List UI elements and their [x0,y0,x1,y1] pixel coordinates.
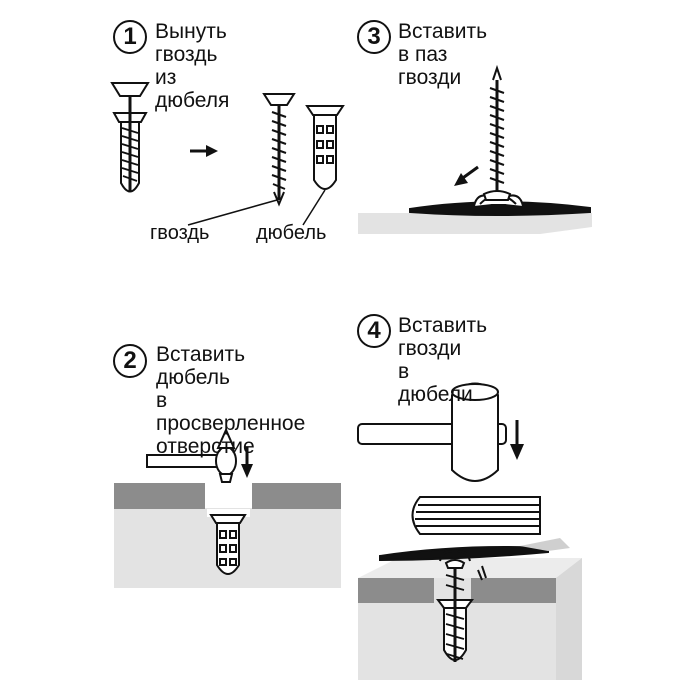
nail-label: гвоздь [150,222,210,244]
nail-illustration [262,93,296,207]
step-number-badge: 3 [357,20,391,54]
board-spacer-illustration [411,496,541,535]
down-arrow-icon [510,420,524,460]
floor-surface [358,213,592,234]
step-2-instruction: Вставить дюбель в просверленное отверсти… [156,343,306,458]
dowel-illustration [209,514,247,575]
skirting-profile [379,546,549,581]
hammer-illustration [357,382,507,482]
step-3-instruction: Вставить в паз гвозди [398,20,488,89]
dowel-label: дюбель [256,222,327,244]
skirting-top-shadow [520,538,570,551]
down-arrow-icon [241,447,253,478]
step-number-badge: 1 [113,20,147,54]
dowel-illustration [305,105,345,190]
dowel-with-nail-illustration [436,559,474,662]
dowel-with-nail-illustration [110,82,150,193]
wall-block-3d [358,558,582,680]
nail-illustration [482,64,512,201]
hammer-illustration [146,427,237,483]
step-1-instruction: Вынуть гвоздь из дюбеля [155,20,230,112]
insert-arrow-icon [454,165,479,186]
step-number-badge: 4 [357,314,391,348]
step-number-badge: 2 [113,344,147,378]
step-4-instruction: Вставить гвозди в дюбели [398,314,488,406]
right-arrow-icon [190,145,218,157]
label-leader-lines [187,189,326,226]
